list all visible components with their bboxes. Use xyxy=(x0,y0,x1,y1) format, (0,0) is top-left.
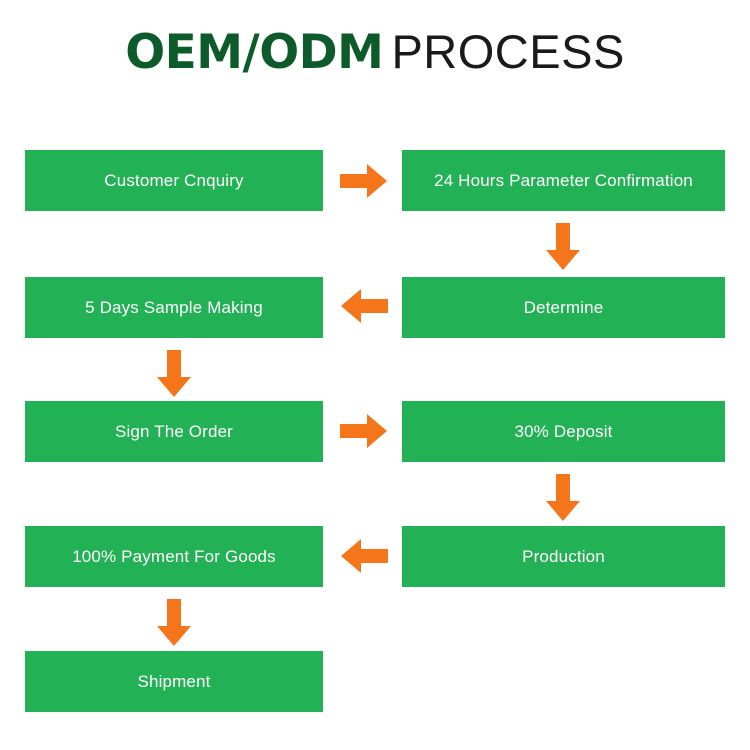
flow-step-sign-the-order[interactable]: Sign The Order xyxy=(25,401,323,462)
arrow-left-icon xyxy=(340,538,388,574)
arrow-down-icon xyxy=(545,223,581,271)
flow-step-customer-enquiry[interactable]: Customer Cnquiry xyxy=(25,150,323,211)
flow-step-sample-making[interactable]: 5 Days Sample Making xyxy=(25,277,323,338)
page-title-secondary: PROCESS xyxy=(391,25,625,78)
arrow-down-icon xyxy=(156,599,192,647)
flow-step-shipment[interactable]: Shipment xyxy=(25,651,323,712)
arrow-down-icon xyxy=(545,474,581,522)
flow-step-production[interactable]: Production xyxy=(402,526,725,587)
page-title-primary: OEM/ODM xyxy=(125,25,384,80)
arrow-right-icon xyxy=(340,413,388,449)
flow-step-determine[interactable]: Determine xyxy=(402,277,725,338)
arrow-right-icon xyxy=(340,163,388,199)
arrow-left-icon xyxy=(340,288,388,324)
flow-step-deposit[interactable]: 30% Deposit xyxy=(402,401,725,462)
flow-step-parameter-confirmation[interactable]: 24 Hours Parameter Confirmation xyxy=(402,150,725,211)
arrow-down-icon xyxy=(156,350,192,398)
flow-step-payment-for-goods[interactable]: 100% Payment For Goods xyxy=(25,526,323,587)
